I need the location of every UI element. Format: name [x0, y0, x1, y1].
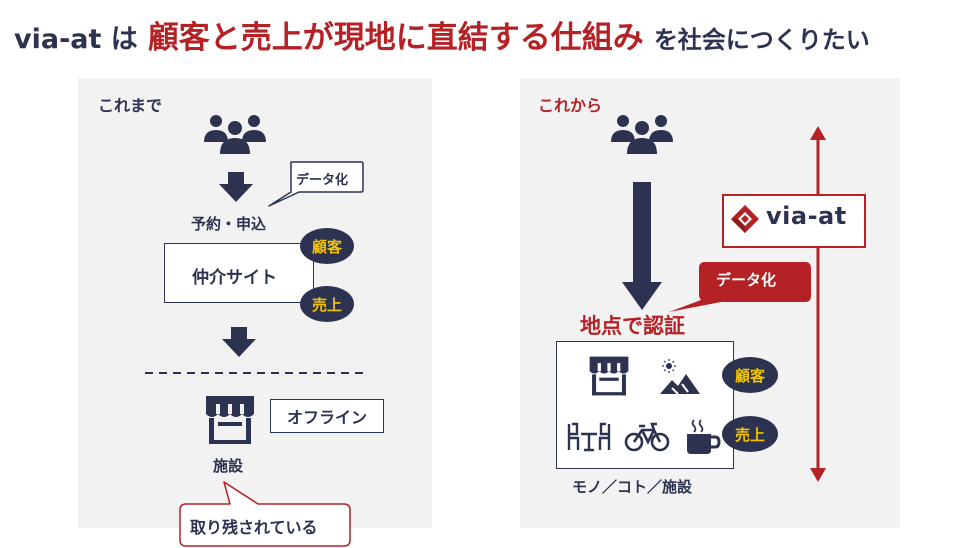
- arrow-down-icon: [219, 172, 253, 202]
- people-icon: [204, 115, 266, 154]
- people-icon: [611, 115, 673, 154]
- sales-badge: 売上: [300, 286, 354, 322]
- headline: via-at は 顧客と売上が現地に直結する仕組み を社会につくりたい: [14, 12, 870, 62]
- sales-badge-label: 売上: [311, 295, 342, 314]
- customer-badge: 顧客: [722, 357, 778, 393]
- after-header: これから: [538, 96, 603, 115]
- data-callout-shape: [669, 262, 811, 312]
- left-behind-callout-shape: [179, 481, 351, 547]
- before-panel: [78, 78, 432, 528]
- facility-label: 施設: [213, 457, 244, 475]
- coffee-cup-icon: [687, 419, 721, 454]
- customer-badge: 顧客: [300, 228, 354, 264]
- headline-prefix: via-at は: [14, 24, 138, 55]
- customer-badge-label: 顧客: [734, 366, 765, 385]
- double-arrow-icon: [810, 126, 826, 482]
- headline-emphasis: 顧客と売上が現地に直結する仕組み: [147, 20, 644, 56]
- via-at-logo-text: via-at: [766, 202, 847, 230]
- headline-suffix: を社会につくりたい: [653, 26, 870, 54]
- onsite-box: [556, 341, 734, 469]
- booking-label: 予約・申込: [191, 215, 267, 233]
- arrow-down-icon: [622, 182, 662, 310]
- sales-badge: 売上: [722, 416, 778, 452]
- onsite-auth-label: 地点で認証: [580, 314, 685, 338]
- store-icon: [589, 356, 629, 396]
- offline-tag: オフライン: [270, 399, 384, 433]
- chairs-table-icon: [567, 422, 611, 452]
- data-callout-shape: [268, 161, 364, 207]
- offline-divider: [145, 372, 365, 374]
- before-data-callout: データ化: [296, 173, 349, 188]
- mountain-sun-icon: [660, 359, 700, 395]
- broker-site-box: [164, 243, 314, 303]
- sales-badge-label: 売上: [734, 425, 765, 444]
- after-data-callout: データ化: [716, 271, 777, 289]
- arrow-down-icon: [222, 327, 256, 357]
- customer-badge-label: 顧客: [311, 237, 342, 256]
- goods-experience-facility-label: モノ／コト／施設: [572, 478, 693, 496]
- before-header: これまで: [98, 96, 163, 115]
- broker-site-label: 仲介サイト: [192, 268, 277, 288]
- left-behind-label: 取り残されている: [190, 518, 318, 537]
- bicycle-icon: [624, 422, 670, 452]
- store-icon: [206, 396, 254, 444]
- via-at-logo-icon: [731, 205, 759, 233]
